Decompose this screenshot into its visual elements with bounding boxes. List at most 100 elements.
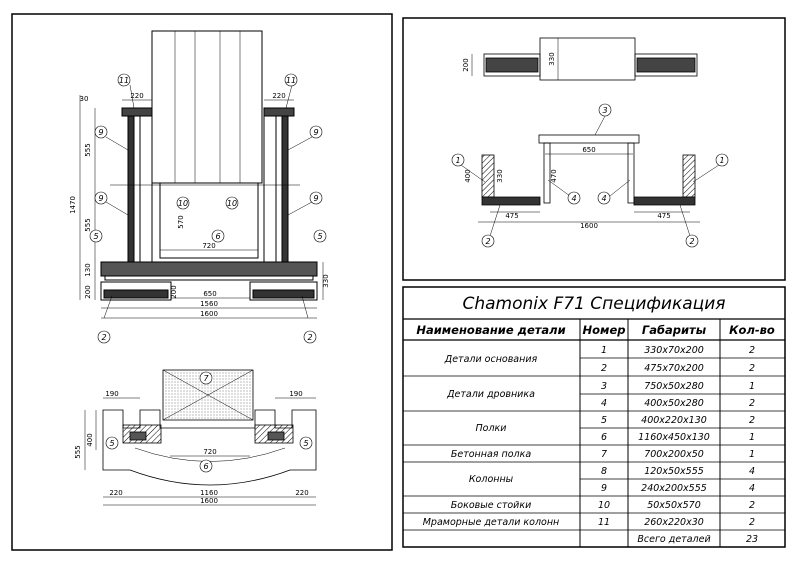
- front-dimension-labels: 30 555 555 1470 130 200 220 220 570 720 …: [69, 92, 330, 318]
- callout-9-a: 9: [98, 128, 103, 137]
- dim-570: 570: [177, 215, 185, 228]
- dim-1600: 1600: [200, 310, 218, 318]
- dim-130: 130: [84, 263, 92, 276]
- row-num: 7: [601, 449, 607, 460]
- group-name: Бетонная полка: [451, 449, 532, 460]
- row-num: 4: [601, 398, 607, 409]
- plan-callouts: [105, 371, 313, 473]
- row-num: 11: [598, 517, 610, 528]
- row-qty: 2: [749, 398, 755, 409]
- header-dims: Габариты: [642, 323, 707, 337]
- plan-dim-1160: 1160: [200, 489, 218, 497]
- row-qty: 1: [749, 449, 755, 460]
- top-dim-470: 470: [550, 169, 558, 182]
- top-dim-1600: 1600: [580, 222, 598, 230]
- top-dim-475-right: 475: [657, 212, 670, 220]
- row-dims: 120х50х555: [644, 466, 704, 477]
- total-label: Всего деталей: [637, 534, 710, 545]
- dim-555-upper: 555: [84, 143, 92, 156]
- callout-11-left: 11: [119, 76, 129, 85]
- plan-dim-400: 400: [86, 433, 94, 446]
- callout-10-right: 10: [227, 199, 237, 208]
- row-dims: 700х200х50: [644, 449, 704, 460]
- row-dims: 750х50х280: [644, 381, 704, 392]
- row-num: 9: [601, 483, 607, 494]
- top-callouts: [451, 103, 729, 248]
- row-qty: 2: [749, 415, 755, 426]
- plan-dim-720: 720: [203, 448, 216, 456]
- plan-dim-220-right: 220: [295, 489, 308, 497]
- top-dim-330-b: 330: [496, 169, 504, 182]
- dim-1560: 1560: [200, 300, 218, 308]
- top-right-frame: [402, 17, 786, 281]
- top-dim-475-left: 475: [505, 212, 518, 220]
- plan-view: [84, 369, 317, 506]
- dim-720: 720: [202, 242, 215, 250]
- top-dim-330: 330: [548, 52, 556, 65]
- dim-200: 200: [84, 285, 92, 298]
- dim-220-left: 220: [130, 92, 143, 100]
- callout-9-b: 9: [313, 128, 318, 137]
- plan-dim-1600: 1600: [200, 497, 218, 505]
- callout-2-right: 2: [307, 333, 312, 342]
- callout-11-right: 11: [286, 76, 296, 85]
- group-name: Боковые стойки: [451, 500, 532, 511]
- spec-table: [402, 286, 786, 548]
- top-callout-2-right: 2: [689, 237, 694, 246]
- top-dim-650: 650: [582, 146, 595, 154]
- left-frame: [11, 13, 393, 551]
- row-dims: 1160х450х130: [638, 432, 710, 443]
- callout-2-left: 2: [101, 333, 106, 342]
- dim-30: 30: [80, 95, 89, 103]
- front-callouts: [89, 73, 327, 344]
- plan-dim-190-left: 190: [105, 390, 118, 398]
- top-labels: 3 1 1 4 4 2 2 200 330 650 400 330 470 47…: [455, 52, 724, 246]
- row-num: 3: [601, 381, 607, 392]
- plan-callout-6: 6: [203, 462, 208, 471]
- dim-330: 330: [322, 274, 330, 287]
- row-num: 1: [601, 345, 607, 356]
- row-dims: 330х70х200: [644, 345, 704, 356]
- callout-9-c: 9: [98, 194, 103, 203]
- header-qty: Кол-во: [729, 323, 775, 337]
- row-dims: 400х50х280: [644, 398, 704, 409]
- group-name: Мраморные детали колонн: [423, 517, 560, 528]
- row-num: 6: [601, 432, 607, 443]
- plan-callout-5-left: 5: [109, 439, 114, 448]
- row-num: 5: [601, 415, 607, 426]
- dim-555-lower: 555: [84, 218, 92, 231]
- top-callout-2-left: 2: [485, 237, 490, 246]
- row-qty: 2: [749, 500, 755, 511]
- row-num: 2: [601, 363, 607, 374]
- callout-7: 7: [203, 374, 209, 383]
- callout-5-right: 5: [317, 232, 322, 241]
- top-dim-400: 400: [464, 169, 472, 182]
- row-dims: 400х220х130: [641, 415, 707, 426]
- plan-callout-5-right: 5: [303, 439, 308, 448]
- row-qty: 2: [749, 345, 755, 356]
- row-qty: 1: [749, 381, 755, 392]
- plan-dim-555: 555: [74, 445, 82, 458]
- row-num: 8: [601, 466, 607, 477]
- dim-220-right: 220: [272, 92, 285, 100]
- callout-6: 6: [215, 232, 220, 241]
- header-num: Номер: [583, 323, 626, 337]
- spec-rows: 1 330х70х200 2 2 475х70х200 2 3 750х50х2…: [598, 345, 758, 545]
- callout-3: 3: [602, 106, 607, 115]
- group-name: Детали основания: [444, 354, 538, 365]
- dim-650: 650: [203, 290, 216, 298]
- plan-labels: 7 5 5 6 190 190 555 400 720 220 1160 220…: [74, 374, 309, 505]
- plan-dim-220-left: 220: [109, 489, 122, 497]
- row-dims: 50х50х570: [647, 500, 701, 511]
- row-num: 10: [598, 500, 610, 511]
- callout-1-left: 1: [455, 156, 460, 165]
- dim-1470: 1470: [69, 196, 77, 214]
- front-callout-labels: 11 11 9 9 9 9 10 10 5 5 6 2 2: [93, 76, 322, 342]
- callout-4-left: 4: [571, 194, 576, 203]
- callout-1-right: 1: [719, 156, 724, 165]
- row-dims: 240х200х555: [641, 483, 707, 494]
- front-elevation: [79, 30, 324, 319]
- spec-title: Chamonix F71 Спецификация: [463, 294, 726, 314]
- row-dims: 475х70х200: [644, 363, 704, 374]
